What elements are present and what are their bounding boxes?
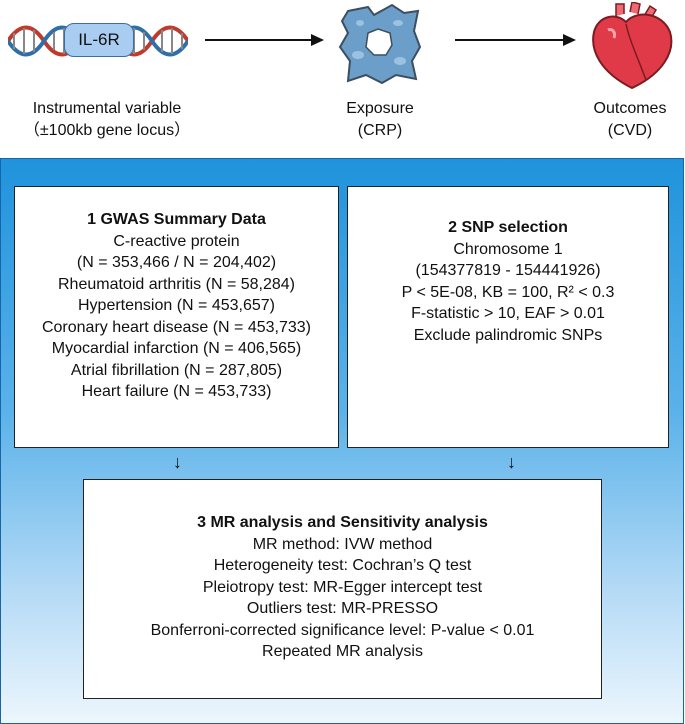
- down-arrow-left: ↓: [173, 452, 182, 472]
- gene-label-box: IL-6R: [64, 23, 134, 57]
- cell-icon: [338, 3, 422, 85]
- snp-line: F-statistic > 10, EAF > 0.01: [411, 305, 605, 322]
- gwas-line: Myocardial infarction (N = 406,565): [51, 340, 302, 357]
- snp-selection-title: 2 SNP selection: [448, 219, 568, 236]
- top-section: IL-6R Instrumental variable （±100kb gene…: [0, 0, 685, 158]
- mr-line: Outliers test: MR-PRESSO: [246, 600, 439, 617]
- gwas-line: Rheumatoid arthritis (N = 58,284): [58, 275, 295, 293]
- arrow-right-icon: [205, 34, 324, 46]
- snp-line: (154377819 - 154441926): [415, 262, 601, 279]
- gwas-summary-title: 1 GWAS Summary Data: [87, 211, 266, 228]
- gwas-line: Hypertension (N = 453,657): [78, 297, 275, 314]
- outcome-caption: Outcomes (CVD): [580, 98, 680, 142]
- instrument-caption-line2: （±100kb gene locus）: [23, 122, 191, 139]
- snp-line: P < 5E-08, KB = 100, R² < 0.3: [401, 283, 615, 301]
- heart-icon: [592, 2, 673, 90]
- mr-line: Bonferroni-corrected significance level:…: [150, 621, 535, 639]
- gwas-summary-box: 1 GWAS Summary Data C-reactive protein (…: [14, 186, 339, 448]
- mr-analysis-box: 3 MR analysis and Sensitivity analysis M…: [83, 479, 602, 699]
- mr-line: MR method: IVW method: [252, 535, 433, 553]
- snp-selection-box: 2 SNP selection Chromosome 1 (154377819 …: [347, 186, 669, 448]
- gwas-line: C-reactive protein: [113, 232, 240, 250]
- outcome-caption-line2: (CVD): [607, 122, 653, 139]
- mr-line: Heterogeneity test: Cochran’s Q test: [213, 557, 472, 574]
- exposure-caption-line2: (CRP): [357, 122, 403, 139]
- snp-line: Exclude palindromic SNPs: [413, 326, 603, 344]
- gwas-line: Coronary heart disease (N = 453,733): [41, 318, 312, 336]
- workflow-panel: 1 GWAS Summary Data C-reactive protein (…: [0, 158, 684, 724]
- gwas-line: (N = 353,466 / N = 204,402): [76, 254, 277, 271]
- mr-line: Pleiotropy test: MR-Egger intercept test: [202, 578, 483, 596]
- gwas-line: Heart failure (N = 453,733): [81, 383, 272, 400]
- instrument-caption: Instrumental variable （±100kb gene locus…: [12, 98, 202, 142]
- snp-line: Chromosome 1: [453, 240, 563, 258]
- outcome-caption-line1: Outcomes: [593, 100, 667, 117]
- mr-line: Repeated MR analysis: [262, 643, 423, 660]
- down-arrow-right: ↓: [507, 452, 516, 472]
- exposure-caption: Exposure (CRP): [320, 98, 440, 142]
- exposure-caption-line1: Exposure: [346, 100, 414, 117]
- instrument-caption-line1: Instrumental variable: [32, 100, 182, 117]
- arrow-right-icon: [455, 34, 576, 46]
- gwas-line: Atrial fibrillation (N = 287,805): [70, 361, 283, 379]
- gene-label: IL-6R: [78, 30, 120, 49]
- mr-analysis-title: 3 MR analysis and Sensitivity analysis: [197, 514, 488, 531]
